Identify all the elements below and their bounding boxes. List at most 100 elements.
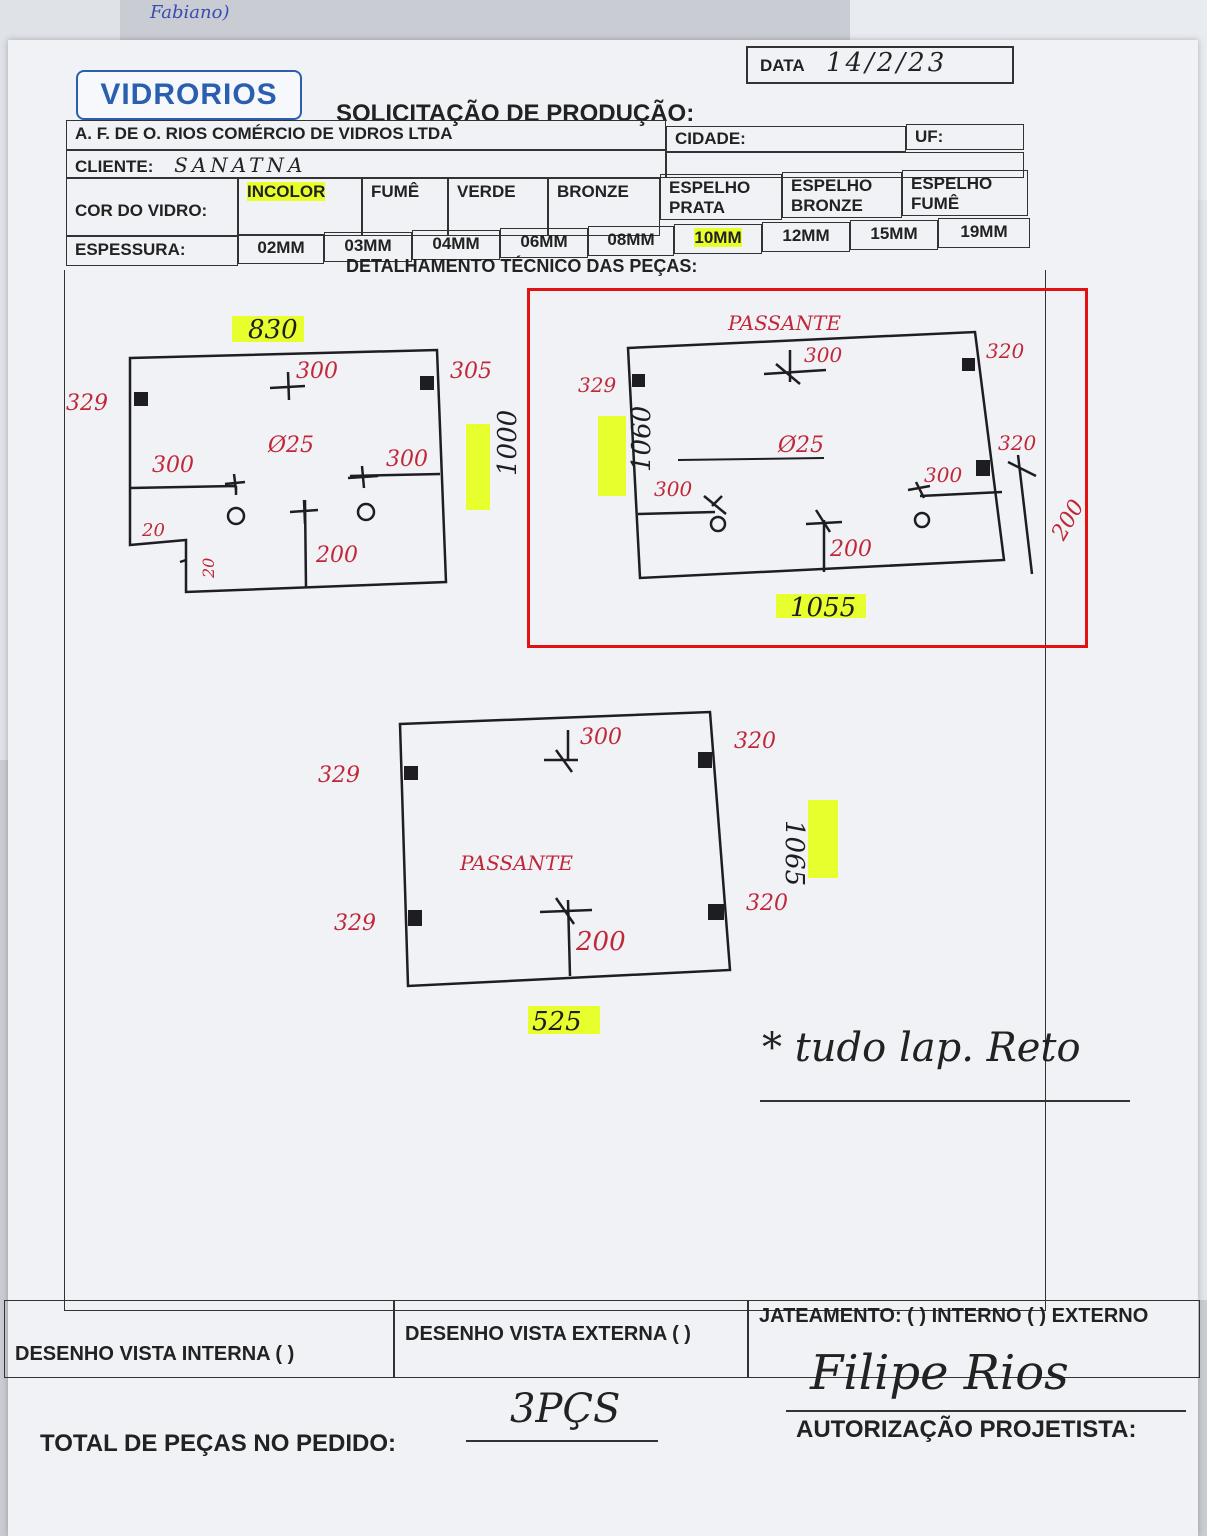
authorization-line xyxy=(786,1410,1186,1412)
cor-option-incolor[interactable]: INCOLOR xyxy=(238,178,362,236)
tech-detail-area xyxy=(64,270,1046,1311)
vista-externa-label: DESENHO VISTA EXTERNA ( ) xyxy=(405,1323,691,1345)
p2-width: 1055 xyxy=(790,593,856,623)
espessura-label-cell: ESPESSURA: xyxy=(66,236,238,266)
jateamento-label: JATEAMENTO: ( ) INTERNO ( ) EXTERNO xyxy=(759,1305,1149,1327)
cor-bronze-label: BRONZE xyxy=(557,182,629,201)
espessura-02mm-label: 02MM xyxy=(257,238,305,257)
form-header-grid: A. F. DE O. RIOS COMÉRCIO DE VIDROS LTDA… xyxy=(66,120,1036,270)
cor-option-fume[interactable]: FUMÊ xyxy=(362,178,448,236)
cor-verde-label: VERDE xyxy=(457,182,516,201)
p3-label-2: 320 xyxy=(734,729,776,754)
signature: Filipe Rios xyxy=(810,1345,1069,1401)
jateamento-cell[interactable]: JATEAMENTO: ( ) INTERNO ( ) EXTERNO xyxy=(748,1300,1200,1378)
espessura-15mm-label: 15MM xyxy=(870,224,918,243)
p2-label-4: 320 xyxy=(998,431,1036,455)
p2-label-1: 320 xyxy=(986,339,1024,363)
p3-label-0: 329 xyxy=(318,763,360,788)
espessura-03mm-label: 03MM xyxy=(344,236,392,255)
total-underline xyxy=(466,1440,658,1442)
piece-2-outline xyxy=(626,330,1006,580)
p3-label-5: 200 xyxy=(575,927,626,957)
handwritten-note: * tudo lap. Reto xyxy=(762,1025,1081,1071)
uf-label: UF: xyxy=(915,127,944,146)
company-name: A. F. DE O. RIOS COMÉRCIO DE VIDROS LTDA xyxy=(75,124,453,143)
cor-espelho-bronze-label: ESPELHO BRONZE xyxy=(791,176,873,215)
p2-title: PASSANTE xyxy=(727,311,841,335)
p1-label-5: 300 xyxy=(386,447,428,472)
p2-label-0: 329 xyxy=(578,373,616,397)
p1-label-8: 200 xyxy=(315,543,358,568)
vista-interna-cell[interactable]: DESENHO VISTA INTERNA ( ) xyxy=(4,1300,394,1378)
cor-option-bronze[interactable]: BRONZE xyxy=(548,178,660,236)
selection-highlight-rectangle xyxy=(527,288,1088,648)
p1-width: 830 xyxy=(248,315,298,345)
p2-label-3: Ø25 xyxy=(777,433,824,458)
espessura-option-12mm[interactable]: 12MM xyxy=(762,222,850,252)
espessura-label: ESPESSURA: xyxy=(75,240,186,259)
cor-option-espelho-fume[interactable]: ESPELHO FUMÊ xyxy=(902,170,1028,216)
piece-3-outline xyxy=(398,710,732,988)
uf-cell: UF: xyxy=(906,124,1024,150)
espessura-option-19mm[interactable]: 19MM xyxy=(938,218,1030,248)
p1-label-2: 300 xyxy=(296,359,338,384)
espessura-option-04mm[interactable]: 04MM xyxy=(412,230,500,260)
total-label: TOTAL DE PEÇAS NO PEDIDO: xyxy=(40,1430,397,1457)
p1-height: 1000 xyxy=(493,410,523,476)
cliente-label: CLIENTE: xyxy=(75,157,154,176)
p1-label-1: 305 xyxy=(450,359,492,384)
espessura-option-10mm[interactable]: 10MM xyxy=(674,224,762,254)
p1-label-0: 329 xyxy=(66,391,108,416)
cor-espelho-fume-label: ESPELHO FUMÊ xyxy=(911,174,993,213)
vista-externa-cell[interactable]: DESENHO VISTA EXTERNA ( ) xyxy=(394,1300,748,1378)
p2-label-6: 300 xyxy=(654,477,692,501)
cliente-rest-cell xyxy=(666,152,1024,178)
p1-label-3: Ø25 xyxy=(267,433,314,458)
date-value: 14/2/23 xyxy=(826,48,948,78)
cor-fume-label: FUMÊ xyxy=(371,182,420,201)
espessura-19mm-label: 19MM xyxy=(960,222,1008,241)
p2-label-2: 300 xyxy=(804,343,842,367)
cidade-cell: CIDADE: xyxy=(666,126,906,152)
company-cell: A. F. DE O. RIOS COMÉRCIO DE VIDROS LTDA xyxy=(66,120,666,150)
espessura-10mm-label: 10MM xyxy=(694,228,742,247)
cor-option-espelho-prata[interactable]: ESPELHO PRATA xyxy=(660,174,782,220)
form-title: SOLICITAÇÃO DE PRODUÇÃO: xyxy=(336,100,695,127)
cliente-value: SANATNA xyxy=(174,153,307,177)
p2-label-5: 300 xyxy=(924,463,962,487)
espessura-option-06mm[interactable]: 06MM xyxy=(500,228,588,258)
authorization-label: AUTORIZAÇÃO PROJETISTA: xyxy=(796,1416,1137,1443)
espessura-option-02mm[interactable]: 02MM xyxy=(238,234,324,264)
p3-width: 525 xyxy=(532,1007,582,1037)
p3-label-3: 329 xyxy=(334,911,376,936)
vista-interna-label: DESENHO VISTA INTERNA ( ) xyxy=(15,1343,295,1365)
cor-label: COR DO VIDRO: xyxy=(75,201,208,220)
bottom-options-row: DESENHO VISTA INTERNA ( ) DESENHO VISTA … xyxy=(4,1300,1200,1380)
espessura-06mm-label: 06MM xyxy=(520,232,568,251)
espessura-option-03mm[interactable]: 03MM xyxy=(324,232,412,262)
p3-label-1: 300 xyxy=(580,725,622,750)
cor-incolor-label: INCOLOR xyxy=(247,182,326,201)
tech-detail-title: DETALHAMENTO TÉCNICO DAS PEÇAS: xyxy=(346,256,698,276)
p1-label-6: 20 xyxy=(141,520,165,541)
p3-height: 1065 xyxy=(779,820,809,886)
espessura-12mm-label: 12MM xyxy=(782,226,830,245)
date-label: DATA xyxy=(760,56,805,75)
note-underline xyxy=(760,1100,1130,1102)
total-value: 3PÇS xyxy=(510,1386,621,1432)
p1-label-7: 20 xyxy=(199,558,218,579)
date-box: DATA 14/2/23 xyxy=(746,46,1014,84)
cor-option-espelho-bronze[interactable]: ESPELHO BRONZE xyxy=(782,172,902,218)
top-handwritten-note: Fabiano) xyxy=(150,2,230,23)
cor-label-cell: COR DO VIDRO: xyxy=(66,178,238,236)
p1-label-4: 300 xyxy=(152,453,194,478)
espessura-option-08mm[interactable]: 08MM xyxy=(588,226,674,256)
espessura-08mm-label: 08MM xyxy=(607,230,655,249)
espessura-option-15mm[interactable]: 15MM xyxy=(850,220,938,250)
p2-height: 1060 xyxy=(627,406,657,472)
cidade-label: CIDADE: xyxy=(675,129,746,148)
p3-title: PASSANTE xyxy=(459,851,573,875)
espessura-04mm-label: 04MM xyxy=(432,234,480,253)
cor-option-verde[interactable]: VERDE xyxy=(448,178,548,236)
